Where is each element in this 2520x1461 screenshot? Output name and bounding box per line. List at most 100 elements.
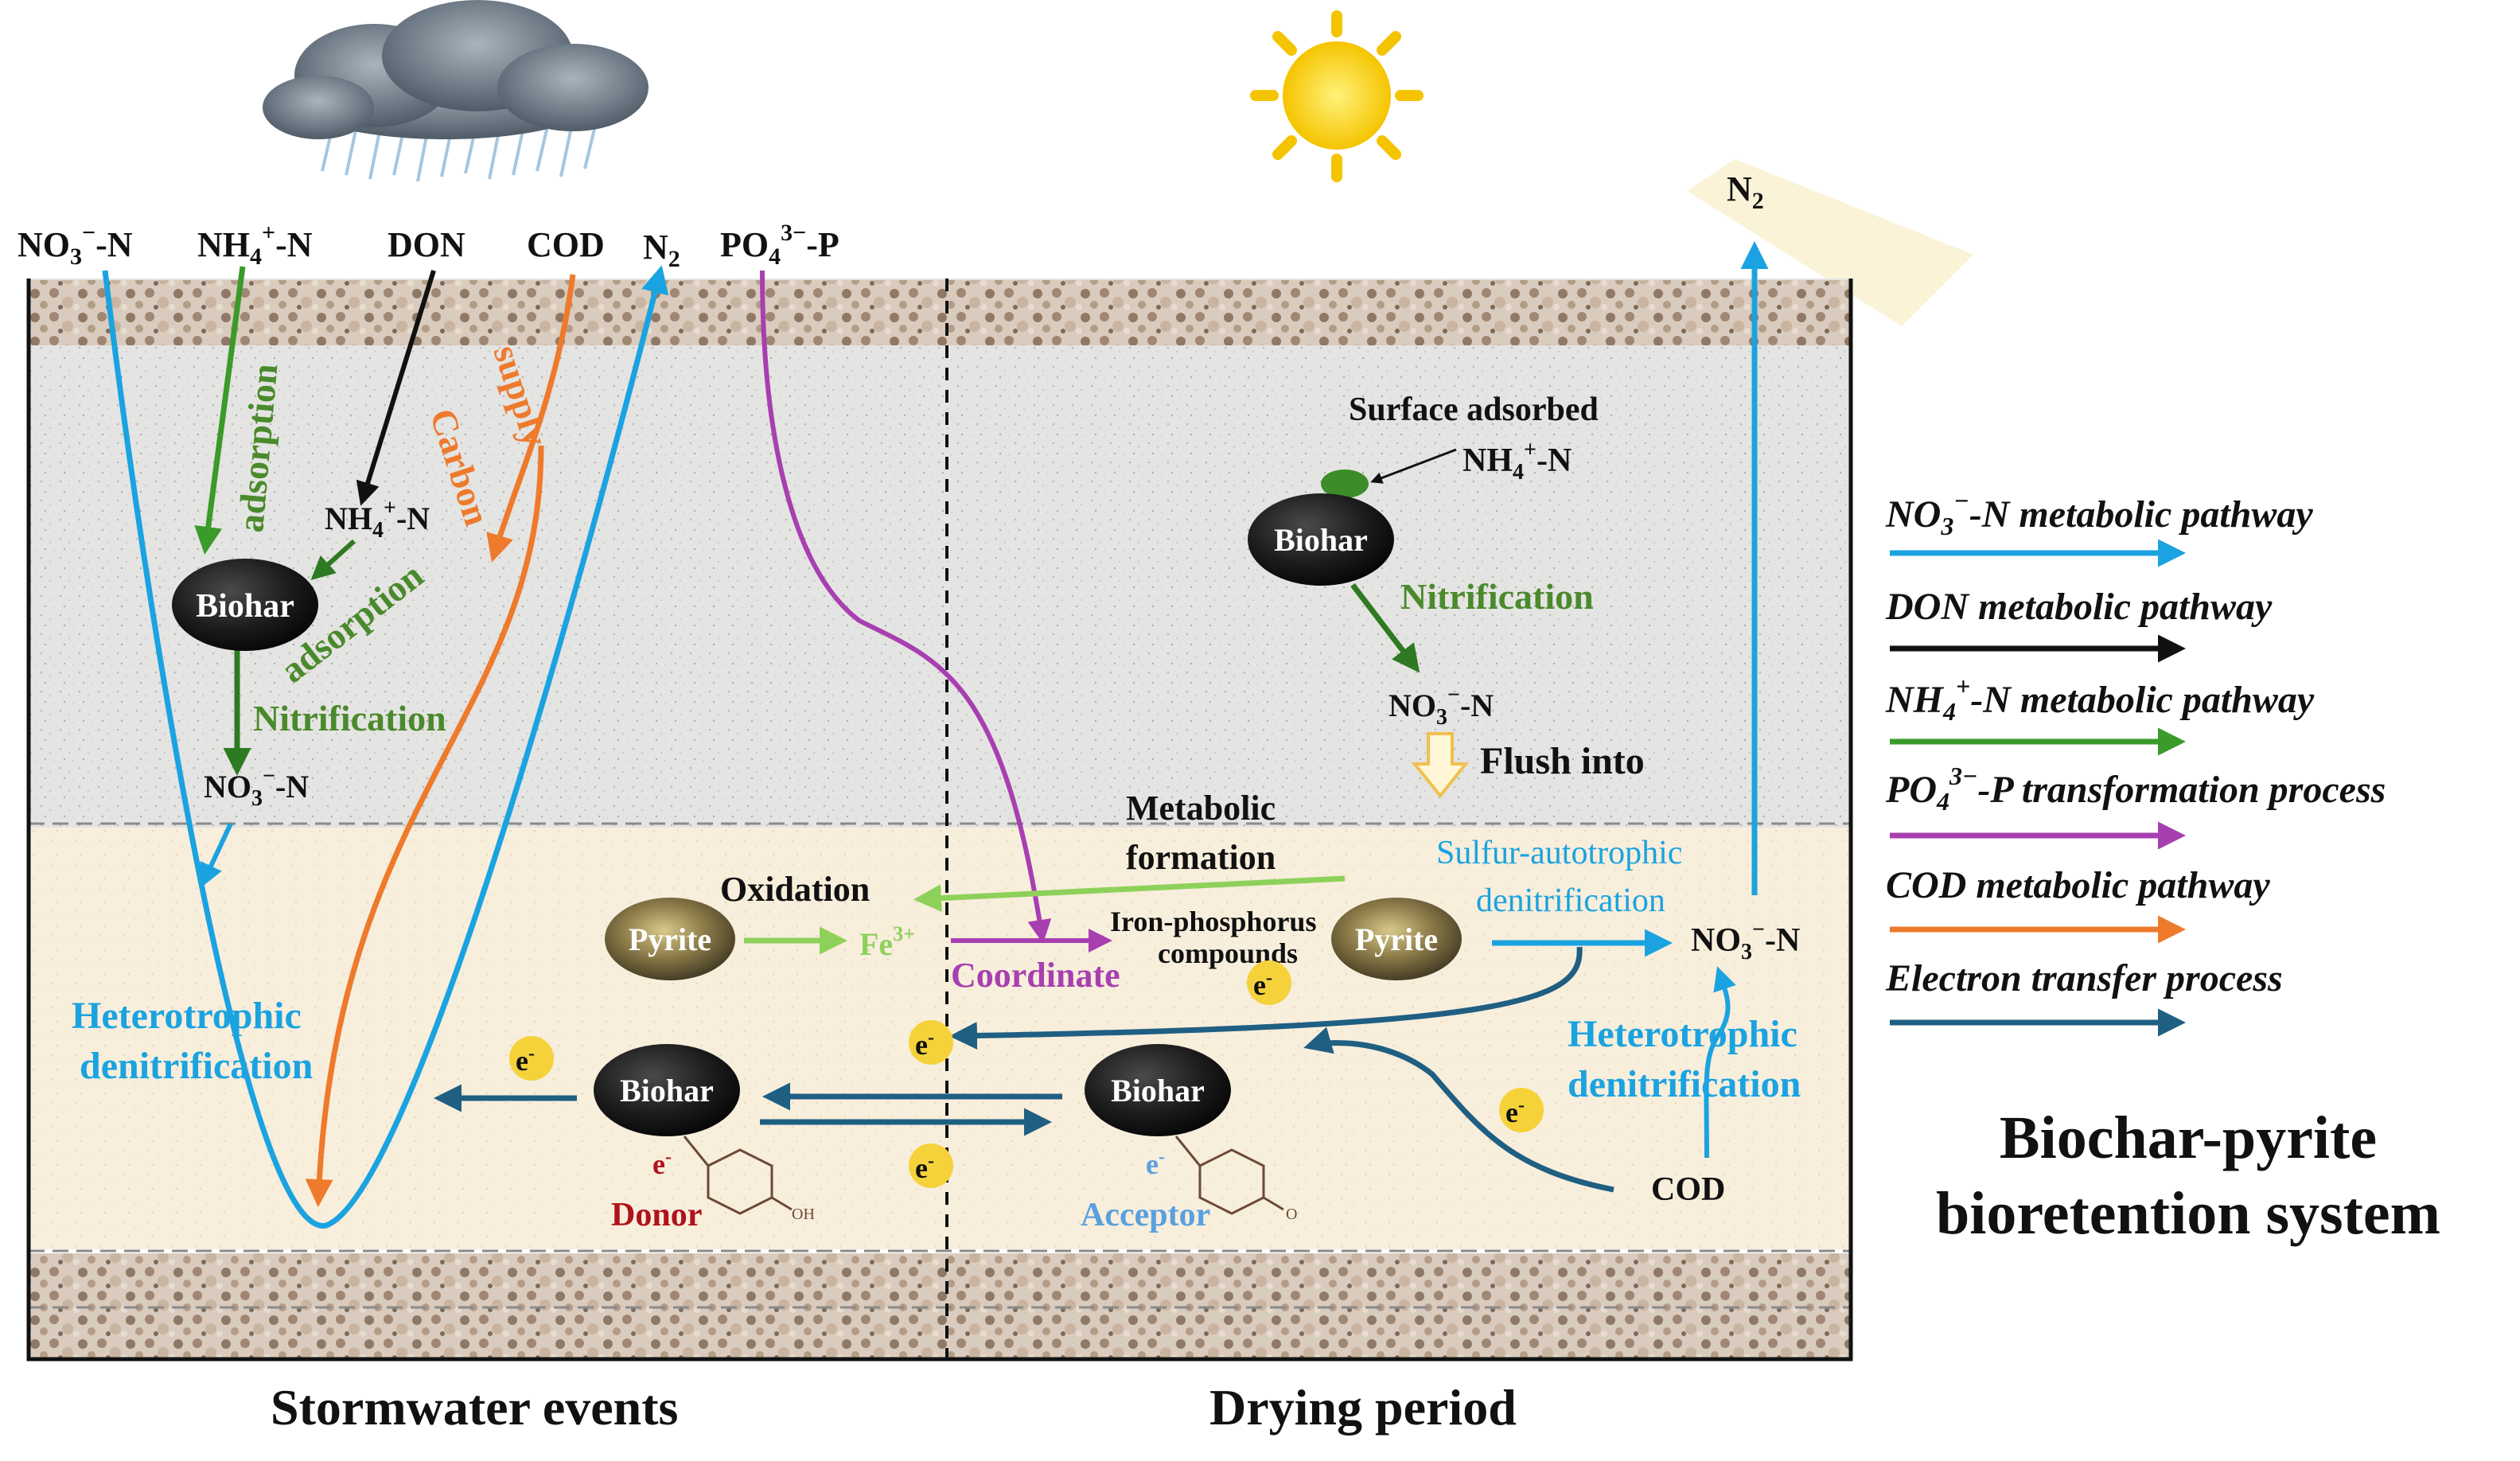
nh4n-adsorption-arrow (194, 266, 246, 555)
svg-text:e-: e- (915, 1151, 934, 1184)
legend-item: COD metabolic pathway (1886, 864, 2270, 944)
bioretention-box (26, 279, 1853, 1362)
po4p-pathway-arrow (760, 270, 1052, 944)
no3n-label-right: NO3−-N (1389, 683, 1494, 730)
flush-into-label: Flush into (1480, 740, 1645, 782)
svg-text:e-: e- (1253, 968, 1272, 1001)
drying-period-label: Drying period (1209, 1379, 1517, 1436)
top-label-no3n: NO3−-N (18, 220, 133, 270)
nh4n-label-left: NH4+-N (325, 496, 430, 543)
top-label-cod: COD (527, 225, 605, 264)
biohar-label-donor: Biohar (620, 1073, 714, 1108)
legend-item: NO3−-N metabolic pathway (1885, 486, 2313, 567)
sun-icon (1250, 10, 1973, 326)
no3n-label-left: NO3−-N (204, 764, 309, 811)
biohar-label-right: Biohar (1274, 522, 1368, 558)
no3n-label-right-2: NO3−-N (1691, 918, 1800, 964)
legend: NO3−-N metabolic pathway DON metabolic p… (1885, 486, 2386, 1037)
pyrite-label-right: Pyrite (1355, 921, 1438, 957)
top-label-nh4n: NH4+-N (197, 220, 313, 270)
electron-arrow-sulfur (949, 946, 1583, 1050)
legend-item: DON metabolic pathway (1885, 586, 2273, 663)
metabolic-label-2: formation (1126, 838, 1276, 877)
lower-gravel-layer (29, 1253, 1851, 1309)
biohar-label-left: Biohar (196, 588, 294, 625)
no3n-pathway-arrow (102, 265, 669, 1229)
metabolic-formation-arrow (913, 875, 1346, 913)
system-title-line-1: Biochar-pyrite (2000, 1105, 2377, 1171)
svg-text:Electron transfer process: Electron transfer process (1885, 957, 2283, 999)
surface-adsorbed-label: Surface adsorbed (1349, 392, 1599, 428)
nitrification-label-right: Nitrification (1400, 576, 1594, 617)
top-gravel-layer (29, 280, 1851, 345)
svg-text:e-: e- (915, 1027, 934, 1061)
electron-arrow-cod (1303, 1027, 1614, 1193)
iron-phosphorus-label-1: Iron-phosphorus (1110, 906, 1316, 937)
legend-item: NH4+-N metabolic pathway (1885, 672, 2315, 756)
nitrification-arrow-right (1350, 582, 1420, 673)
hetero-label-right-1: Heterotrophic (1568, 1013, 1797, 1055)
metabolic-label-1: Metabolic (1126, 789, 1276, 828)
flush-down-arrow-icon (1411, 732, 1470, 799)
biochar-particle-icon: Biohar (172, 559, 318, 651)
acceptor-e-label: e- (1146, 1147, 1165, 1180)
hetero-label-right-2: denitrification (1568, 1063, 1801, 1105)
electron-badge-icon: e- (1499, 1088, 1544, 1132)
pyrite-mineral-icon: Pyrite (1331, 898, 1462, 980)
top-label-n2: N2 (643, 228, 680, 272)
electron-badge-icon: e- (1247, 960, 1291, 1005)
cod-pathway-arrow (305, 445, 544, 1207)
acceptor-label: Acceptor (1081, 1197, 1210, 1233)
top-label-n2-right: N2 (1727, 169, 1764, 214)
sulfur-autotrophic-label-1: Sulfur-autotrophic (1436, 835, 1682, 871)
quinone-o-label: O (1286, 1206, 1297, 1223)
svg-text:DON metabolic pathway: DON metabolic pathway (1885, 586, 2273, 628)
nitrification-label-left: Nitrification (253, 698, 446, 738)
cod-carbon-supply-arrow (486, 274, 576, 563)
rain-cloud-icon (263, 0, 649, 182)
legend-item: PO43−-P transformation process (1885, 762, 2386, 850)
electron-badge-icon: e- (909, 1143, 953, 1188)
electron-badge-icon: e- (509, 1036, 554, 1081)
bottom-gravel-layer (29, 1309, 1851, 1358)
svg-text:NH4+-N metabolic pathway: NH4+-N metabolic pathway (1885, 672, 2315, 726)
surface-pointer-arrow (1370, 448, 1457, 484)
top-label-po4p: PO43−-P (720, 220, 839, 270)
cod-to-no3-arrow (1704, 966, 1736, 1159)
phenol-structure-icon (683, 1136, 793, 1215)
hetero-label-left-2: denitrification (80, 1045, 313, 1087)
hetero-label-left-1: Heterotrophic (72, 995, 302, 1037)
svg-text:e-: e- (516, 1043, 535, 1077)
stormwater-events-label: Stormwater events (271, 1379, 678, 1436)
legend-item: Electron transfer process (1885, 957, 2283, 1037)
svg-text:NO3−-N metabolic pathway: NO3−-N metabolic pathway (1885, 486, 2313, 540)
fe3-label: Fe3+ (859, 922, 915, 962)
svg-text:e-: e- (1505, 1095, 1525, 1128)
cod-label-right: COD (1651, 1171, 1725, 1208)
biohar-label-acceptor: Biohar (1111, 1073, 1205, 1108)
quinone-structure-icon (1174, 1136, 1284, 1215)
electron-badge-icon: e- (909, 1020, 953, 1065)
pyrite-mineral-icon: Pyrite (605, 898, 735, 980)
svg-text:COD metabolic pathway: COD metabolic pathway (1886, 864, 2270, 906)
pyrite-label-left: Pyrite (629, 921, 711, 957)
sulfur-autotrophic-label-2: denitrification (1476, 882, 1665, 919)
nh4n-adsorption2-arrow (310, 539, 356, 581)
adsorbed-nh4-blob (1321, 469, 1369, 498)
surface-nh4n-label: NH4+-N (1463, 438, 1572, 485)
don-pathway-arrow (356, 270, 436, 506)
top-label-don: DON (388, 225, 465, 264)
system-title-line-2: bioretention system (1936, 1180, 2440, 1247)
donor-label: Donor (611, 1197, 702, 1233)
donor-e-label: e- (652, 1147, 672, 1180)
coordinate-label: Coordinate (951, 956, 1120, 995)
phenol-oh-label: OH (792, 1206, 815, 1223)
sand-layer (29, 279, 1851, 828)
biochar-particle-icon: Biohar (594, 1044, 740, 1136)
biochar-particle-icon: Biohar (1085, 1044, 1231, 1136)
biochar-particle-icon: Biohar (1248, 493, 1394, 586)
svg-text:PO43−-P transformation process: PO43−-P transformation process (1885, 762, 2386, 816)
no3n-to-hetero-arrow (200, 822, 233, 888)
oxidation-label: Oxidation (720, 870, 870, 909)
